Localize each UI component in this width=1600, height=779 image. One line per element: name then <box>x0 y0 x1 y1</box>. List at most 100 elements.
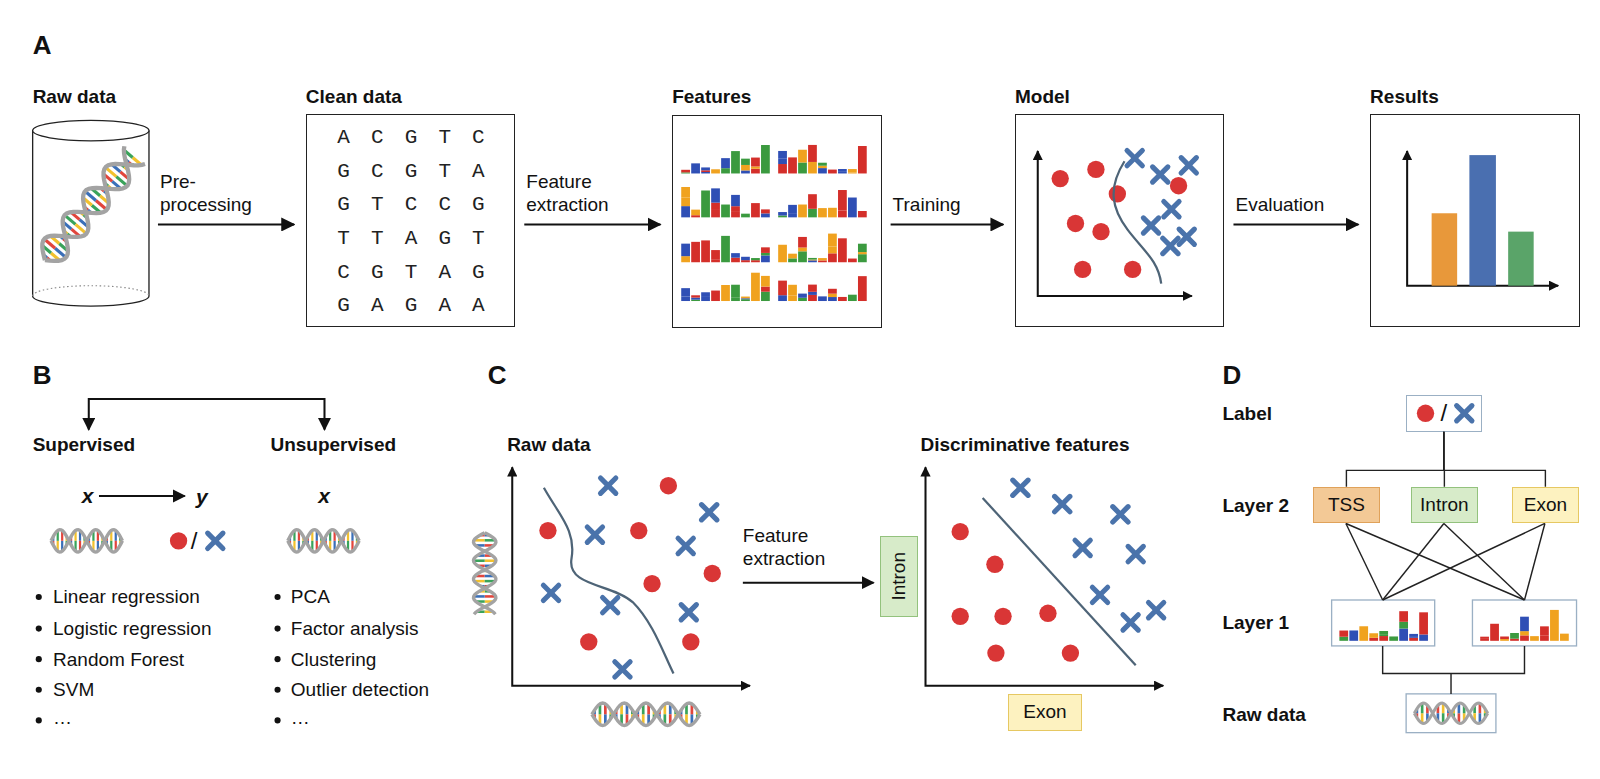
cross-stroke <box>678 538 693 553</box>
logo-letter <box>691 295 700 297</box>
logo-letter <box>701 240 710 262</box>
logo-letter <box>808 194 817 209</box>
logo-letter <box>828 294 837 297</box>
logo-letter <box>818 260 827 262</box>
panel-heading: Features <box>672 85 751 108</box>
class-cross <box>1055 496 1070 511</box>
dna-icon <box>473 533 495 615</box>
sequence-logo <box>778 145 867 174</box>
logo-letter <box>731 195 740 206</box>
logo-letter <box>778 158 787 164</box>
dna-icon <box>288 530 359 552</box>
logo-letter <box>1510 633 1519 639</box>
row-label: Raw data <box>1222 703 1305 726</box>
class-cross <box>543 585 558 600</box>
logo-letter <box>1520 631 1529 635</box>
dna-strand <box>474 533 496 615</box>
logo-letter <box>711 188 720 202</box>
cylinder-back <box>33 286 149 296</box>
network-link <box>1444 523 1525 600</box>
panel-heading: Model <box>1015 85 1070 108</box>
network-link <box>1524 523 1544 600</box>
logo-letter <box>798 248 807 252</box>
decision-boundary <box>983 498 1136 665</box>
panel-heading: Results <box>1370 85 1439 108</box>
logo-letter <box>761 276 770 287</box>
logo-letter <box>838 297 847 301</box>
logo-letter <box>711 209 720 217</box>
logo-letter <box>701 172 710 173</box>
logo-letter <box>691 215 700 217</box>
data-cylinder: Raw data <box>33 120 149 306</box>
class-circle <box>1109 185 1126 202</box>
node-label: Intron <box>888 552 910 601</box>
row-label: Layer 2 <box>1222 494 1289 517</box>
logo-letter <box>1399 622 1408 629</box>
sequence-logo <box>1339 611 1428 641</box>
cross-stroke <box>1181 158 1196 173</box>
logo-letter <box>681 187 690 197</box>
panel-letter: A <box>33 30 52 61</box>
logo-letter <box>828 253 837 262</box>
logo-letter <box>701 297 710 301</box>
cross-stroke <box>1123 615 1138 630</box>
logo-letter <box>761 253 770 255</box>
logo-letter <box>721 236 730 262</box>
bullet <box>274 594 280 600</box>
plot-axes <box>1407 151 1558 286</box>
cross-stroke <box>1075 540 1090 555</box>
cross-stroke <box>1113 507 1128 522</box>
sequence-logo <box>778 190 867 217</box>
cross-stroke <box>603 597 618 612</box>
cross-stroke <box>543 585 558 600</box>
sequence-row: C G T A G <box>337 256 514 290</box>
logo-letter <box>701 190 710 217</box>
method-item: … <box>53 706 72 729</box>
cross-stroke <box>1113 507 1128 522</box>
logo-letter <box>778 245 787 262</box>
cross-stroke <box>1163 238 1178 253</box>
class-cross <box>1143 218 1158 233</box>
cross-stroke <box>208 533 223 548</box>
logo-letter <box>818 166 827 168</box>
logo-letter <box>808 258 817 260</box>
plot-heading: Discriminative features <box>920 433 1129 456</box>
bullet <box>274 687 280 693</box>
logo-letter <box>828 247 837 254</box>
cylinder-front <box>33 296 149 306</box>
class-circle <box>539 522 556 539</box>
logo-letter <box>1419 612 1428 634</box>
cross-stroke <box>1055 496 1070 511</box>
method-item: … <box>291 706 310 729</box>
class-circle <box>643 575 660 592</box>
logo-letter <box>848 169 857 172</box>
logo-letter <box>1399 611 1408 622</box>
cross-stroke <box>587 527 602 542</box>
logo-letter <box>1550 610 1559 641</box>
cross-stroke <box>1148 603 1163 618</box>
class-circle <box>630 522 647 539</box>
cross-stroke <box>1128 546 1143 561</box>
node-label: TSS <box>1328 494 1365 516</box>
edge-label: Training <box>893 193 961 216</box>
class-cross <box>702 505 717 520</box>
class-cross <box>1163 238 1178 253</box>
logo-letter <box>838 169 847 172</box>
cross-stroke <box>1148 603 1163 618</box>
motif-box <box>1472 600 1576 646</box>
flow-arrow <box>158 223 294 225</box>
edge-label: Feature extraction <box>526 170 626 216</box>
bullet <box>36 687 42 693</box>
plot-axes <box>1038 151 1192 296</box>
cross-stroke <box>1013 480 1028 495</box>
bullet <box>274 717 280 723</box>
cross-stroke <box>601 478 616 493</box>
cross-stroke <box>1179 229 1194 244</box>
bullet <box>36 656 42 662</box>
logo-letter <box>788 157 797 173</box>
class-circle <box>1124 261 1141 278</box>
logo-letter <box>751 260 760 262</box>
logo-letter <box>731 258 740 263</box>
cross-stroke <box>1143 218 1158 233</box>
